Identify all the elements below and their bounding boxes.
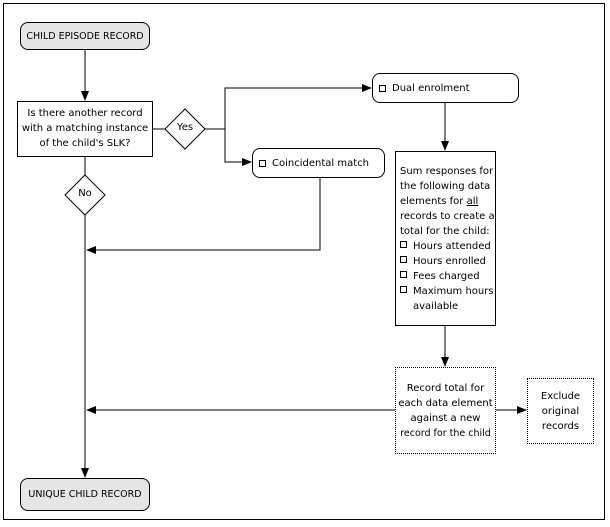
sum-item-continuation: available <box>413 301 459 312</box>
sum-item-hours-attended: Hours attended <box>400 239 495 254</box>
record-total-line-4: record for the child <box>400 428 491 439</box>
sum-line-3-text: elements for <box>400 196 467 207</box>
sum-line-3-underlined: all <box>466 196 479 207</box>
outer-frame <box>3 3 605 520</box>
node-record-total: Record total for each data element again… <box>395 367 496 454</box>
connector-coincidental-to-main <box>86 178 321 254</box>
no-label: No <box>78 188 92 199</box>
sum-item-label: Hours enrolled <box>413 256 487 267</box>
sum-item-maximum-hours: Maximum hours <box>400 284 495 299</box>
checkbox-icon <box>259 159 266 167</box>
question-line-2: with a matching instance <box>21 123 149 134</box>
connector-yes-to-coincidental <box>224 129 252 166</box>
record-total-line-3: against a new <box>410 413 481 424</box>
checkbox-icon <box>400 271 407 278</box>
node-coincidental-match: Coincidental match <box>252 148 385 178</box>
sum-line-5: total for the child: <box>400 226 490 237</box>
sum-item-hours-enrolled: Hours enrolled <box>400 254 495 269</box>
checkbox-icon <box>379 84 386 92</box>
decision-yes-diamond <box>164 108 206 150</box>
node-question-matching-slk: Is there another record with a matching … <box>17 101 153 157</box>
node-child-episode-record: CHILD EPISODE RECORD <box>20 22 150 50</box>
node-unique-child-record-label: UNIQUE CHILD RECORD <box>28 489 142 500</box>
decision-no-diamond <box>64 174 106 216</box>
exclude-line-3: records <box>541 421 580 432</box>
checkbox-icon <box>400 256 407 263</box>
sum-item-label: Fees charged <box>413 271 480 282</box>
sum-line-4: records to create a <box>400 211 495 222</box>
yes-label: Yes <box>176 122 194 133</box>
node-dual-enrolment: Dual enrolment <box>372 73 519 103</box>
node-dual-enrolment-label: Dual enrolment <box>392 82 470 94</box>
question-line-3: of the child's SLK? <box>39 138 131 149</box>
connector-yes-to-dual <box>205 84 372 130</box>
exclude-line-2: original <box>541 406 580 417</box>
sum-item-label: Hours attended <box>413 241 491 252</box>
node-unique-child-record: UNIQUE CHILD RECORD <box>20 478 150 511</box>
sum-item-fees-charged: Fees charged <box>400 269 495 284</box>
record-total-line-1: Record total for <box>406 383 485 394</box>
node-sum-responses: Sum responses for the following data ele… <box>395 151 496 326</box>
sum-line-1: Sum responses for <box>400 166 494 177</box>
node-coincidental-match-label: Coincidental match <box>272 157 369 169</box>
sum-line-2: the following data <box>400 181 491 192</box>
sum-line-3: elements for all <box>400 194 495 209</box>
checkbox-icon <box>400 241 407 248</box>
question-line-1: Is there another record <box>27 108 143 119</box>
exclude-line-1: Exclude <box>540 391 581 402</box>
record-total-line-2: each data element <box>398 398 493 409</box>
sum-item-label: Maximum hours <box>413 286 494 297</box>
node-child-episode-record-label: CHILD EPISODE RECORD <box>26 30 144 42</box>
checkbox-icon <box>400 286 407 293</box>
node-exclude-original-records: Exclude original records <box>527 378 594 444</box>
